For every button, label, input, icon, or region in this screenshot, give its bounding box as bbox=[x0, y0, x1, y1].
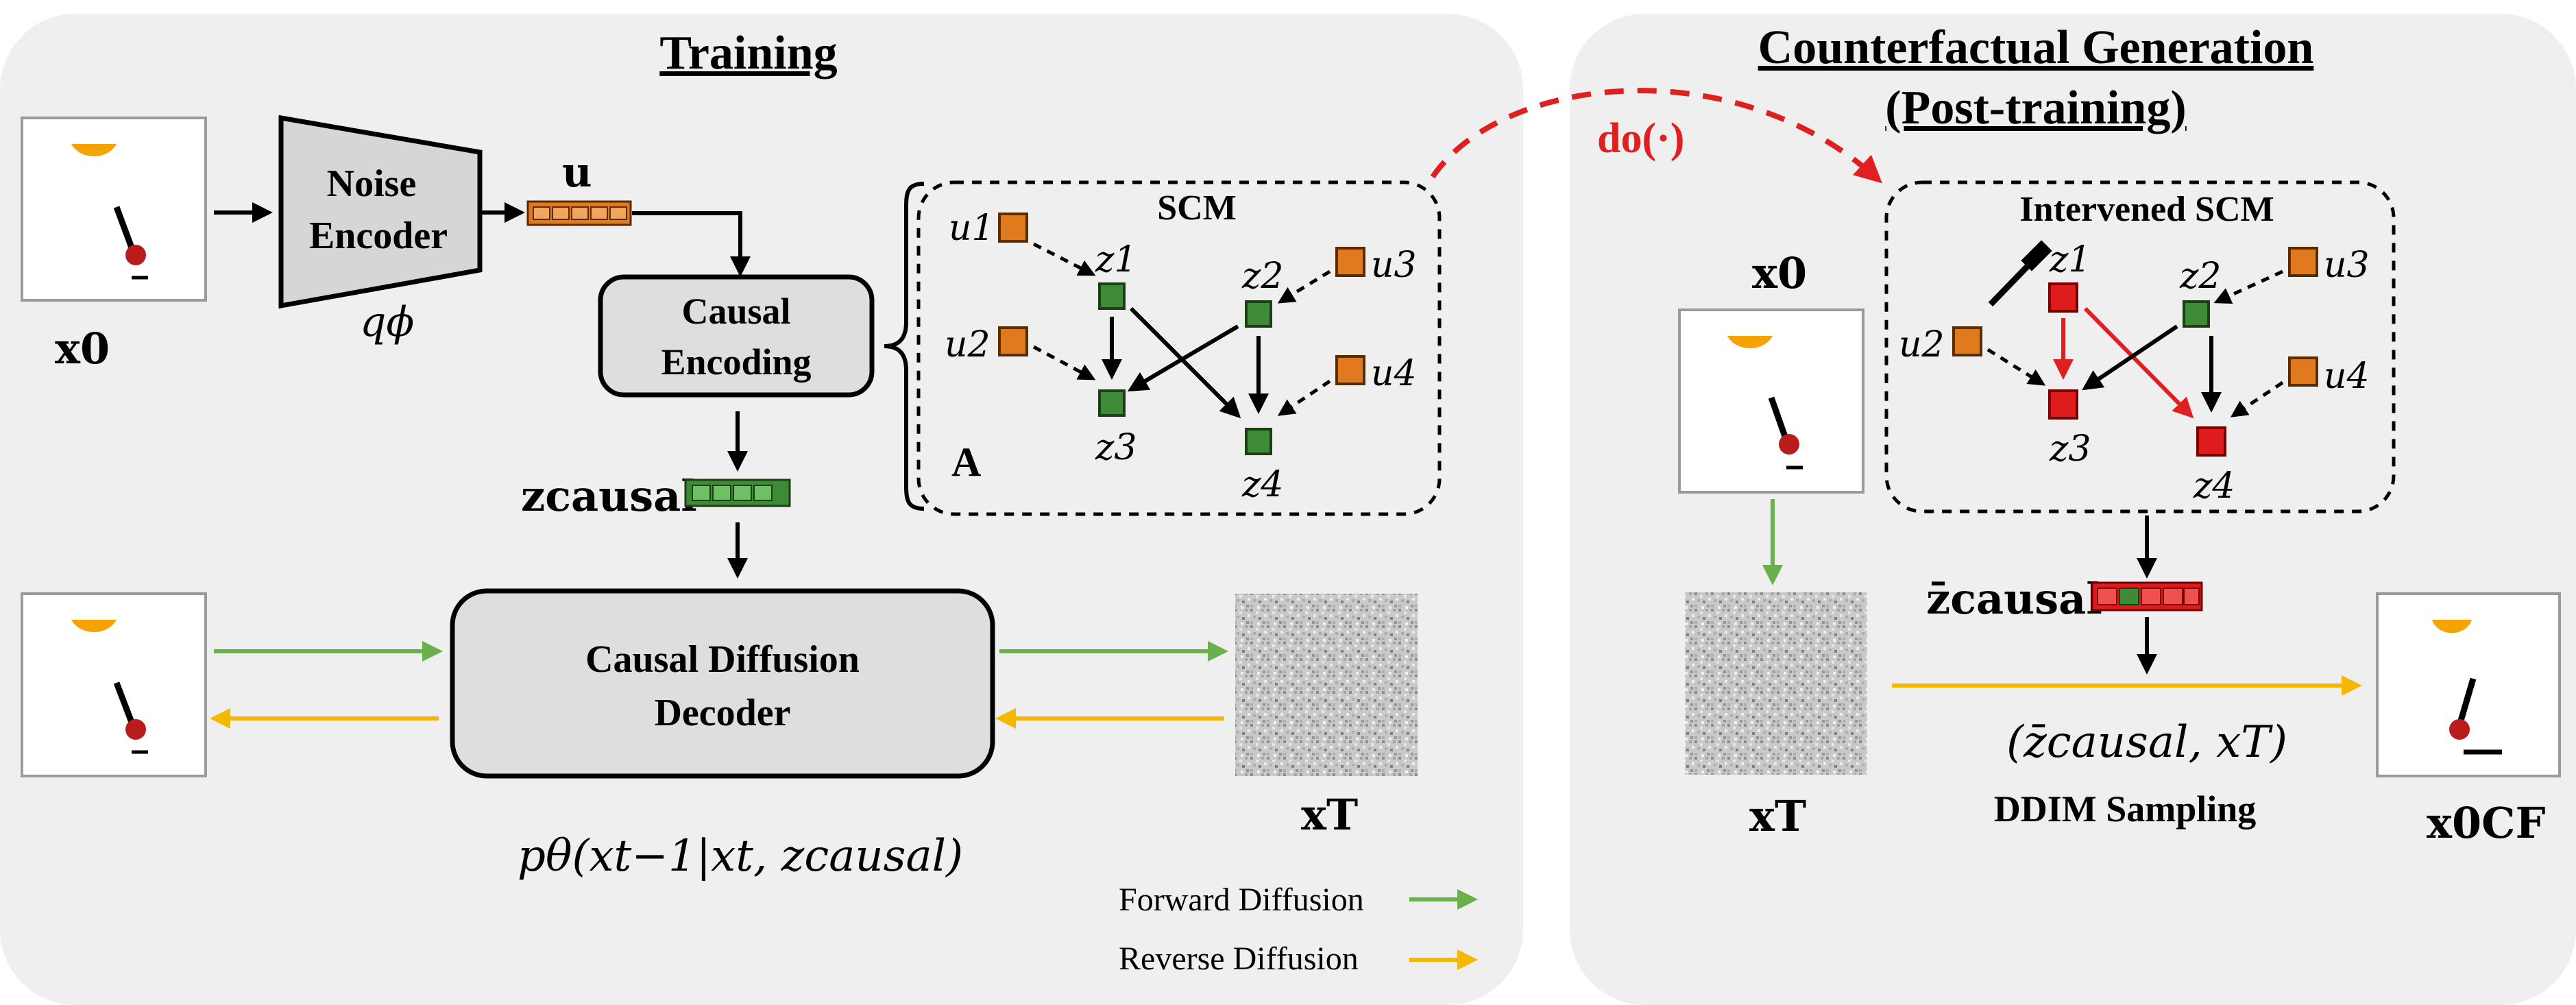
counterfactual-title-line1: Counterfactual Generation bbox=[1758, 21, 2314, 74]
noise-encoder-label-1: Noise bbox=[327, 162, 417, 205]
node-z2 bbox=[2183, 300, 2210, 328]
node-u3 bbox=[1335, 247, 1365, 277]
scm-brace bbox=[884, 182, 925, 511]
arrow-u-to-causal-encoding bbox=[632, 211, 751, 277]
intervened-scm-label: Intervened SCM bbox=[2019, 190, 2274, 229]
counterfactual-title-line2: (Post-training) bbox=[1885, 82, 2186, 134]
ddim-label: DDIM Sampling bbox=[1994, 788, 2257, 830]
sun-icon bbox=[1727, 336, 1773, 349]
input-image-x0 bbox=[21, 117, 207, 302]
sun-icon bbox=[2432, 620, 2472, 633]
label-z2: z2 bbox=[2179, 256, 2221, 297]
noise-encoder-label-2: Encoder bbox=[309, 215, 448, 257]
node-z1-intervened bbox=[2048, 282, 2078, 313]
do-label: do(·) bbox=[1597, 115, 1684, 162]
label-z1: z1 bbox=[2049, 239, 2091, 280]
z-causal-vector bbox=[684, 479, 791, 507]
legend-forward-label: Forward Diffusion bbox=[1119, 882, 1364, 918]
node-u1 bbox=[998, 213, 1028, 243]
training-title: Training bbox=[659, 27, 837, 80]
reconstructed-image bbox=[21, 592, 207, 777]
node-z2 bbox=[1245, 300, 1272, 328]
causal-encoding-label-1: Causal bbox=[681, 291, 790, 332]
node-u2 bbox=[1952, 326, 1982, 356]
zbar-causal-vector bbox=[2091, 581, 2203, 612]
scm-graph: u1 u2 u3 u4 z1 z2 z3 z4 bbox=[945, 208, 1417, 505]
u-label: u bbox=[562, 149, 592, 197]
node-z4-intervened bbox=[2196, 426, 2226, 457]
decoder-label-1: Causal Diffusion bbox=[585, 638, 860, 681]
label-u3: u3 bbox=[2324, 245, 2370, 286]
adjacency-label: A bbox=[951, 439, 981, 485]
noise-encoder bbox=[278, 114, 483, 309]
counterfactual-panel bbox=[1570, 14, 2576, 1005]
label-z3: z3 bbox=[1095, 427, 1137, 468]
xT-label: xT bbox=[1301, 790, 1358, 840]
label-z1: z1 bbox=[1095, 239, 1137, 280]
node-u4 bbox=[1335, 355, 1365, 385]
zbar-causal-label: z̄causal bbox=[1926, 574, 2102, 624]
node-u3 bbox=[2288, 247, 2318, 277]
decoder-label-2: Decoder bbox=[654, 692, 790, 734]
label-u3: u3 bbox=[1371, 245, 1417, 286]
label-u2: u2 bbox=[1899, 324, 1945, 365]
hammer-icon bbox=[1988, 240, 2052, 307]
pendulum-bob bbox=[125, 719, 146, 740]
label-z3: z3 bbox=[2049, 428, 2091, 470]
u-vector bbox=[526, 200, 632, 226]
node-u2 bbox=[998, 326, 1028, 356]
legend-reverse-label: Reverse Diffusion bbox=[1119, 941, 1359, 977]
label-u4: u4 bbox=[1371, 353, 1417, 394]
pendulum-bob bbox=[125, 245, 146, 265]
label-z2: z2 bbox=[1241, 256, 1283, 297]
q-phi-label: qϕ bbox=[360, 298, 414, 346]
node-z3 bbox=[1098, 389, 1126, 417]
causal-diffusion-decoder bbox=[450, 588, 995, 779]
label-z4: z4 bbox=[2193, 465, 2235, 507]
cf-noise-image-xT bbox=[1685, 592, 1867, 775]
node-z1 bbox=[1098, 282, 1126, 310]
causal-encoding-box bbox=[598, 274, 875, 398]
sun-icon bbox=[71, 620, 117, 633]
label-u4: u4 bbox=[2324, 356, 2370, 397]
label-u1: u1 bbox=[949, 208, 995, 249]
cf-x0-label: x0 bbox=[1752, 248, 1807, 298]
node-u4 bbox=[2288, 356, 2318, 387]
pair-label: (z̄causal, xT) bbox=[2006, 717, 2287, 768]
causal-encoding-label-2: Encoding bbox=[661, 341, 811, 383]
p-theta-label: pθ(xt−1|xt, zcausal) bbox=[518, 831, 963, 882]
node-z3-intervened bbox=[2048, 389, 2078, 420]
x0cf-label: x0CF bbox=[2427, 798, 2545, 848]
cf-input-image-x0 bbox=[1678, 308, 1864, 494]
label-u2: u2 bbox=[945, 324, 991, 365]
sun-icon bbox=[71, 144, 117, 157]
node-z4 bbox=[1245, 428, 1272, 455]
pendulum-bob bbox=[1779, 434, 1799, 455]
cf-xT-label: xT bbox=[1749, 791, 1806, 841]
intervened-scm-graph: z1 z2 z3 z4 u2 u3 u4 bbox=[1899, 239, 2370, 507]
do-intervention-arrow bbox=[1430, 88, 1882, 184]
label-z4: z4 bbox=[1241, 464, 1283, 505]
x0-label: x0 bbox=[55, 324, 110, 374]
noise-image-xT bbox=[1235, 594, 1418, 776]
z-causal-label: zcausal bbox=[521, 471, 697, 521]
pendulum-bob bbox=[2449, 719, 2470, 740]
scm-label: SCM bbox=[1157, 189, 1237, 228]
intervened-scm-box bbox=[1884, 180, 2396, 513]
counterfactual-output-image bbox=[2376, 592, 2561, 777]
